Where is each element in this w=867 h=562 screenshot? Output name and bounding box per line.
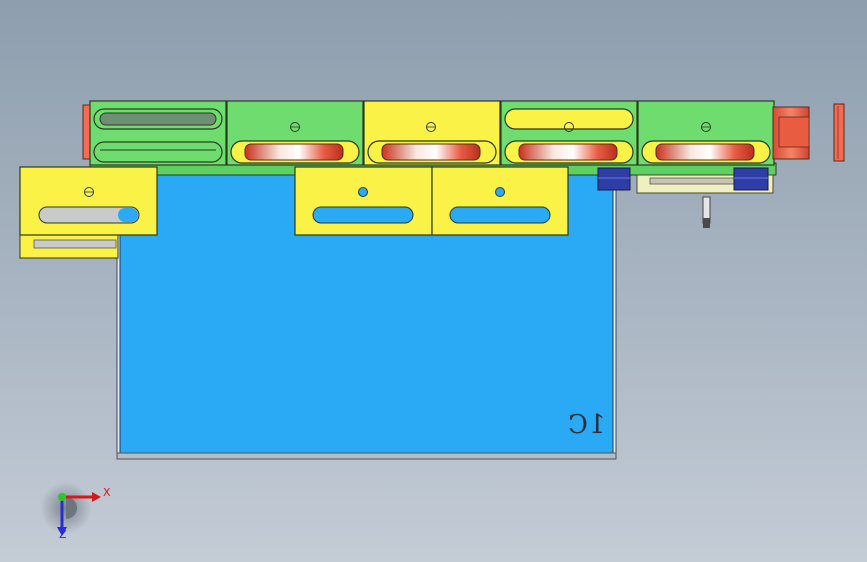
rail-segment-2[interactable] (226, 100, 364, 166)
center-slotted-bracket-2[interactable] (431, 166, 569, 236)
x-axis-label: X (103, 486, 111, 499)
axis-triad-icon (40, 482, 101, 536)
right-end-block[interactable] (772, 106, 810, 160)
rail-segment-4[interactable] (500, 100, 638, 166)
part-label: 1C (567, 410, 606, 440)
locating-pin[interactable] (702, 196, 711, 228)
rail-segment-5[interactable] (637, 100, 775, 166)
clamp-block-right[interactable] (733, 167, 769, 191)
right-end-cap[interactable] (833, 103, 845, 162)
center-slotted-bracket-1[interactable] (294, 166, 433, 236)
left-slotted-bracket[interactable] (19, 166, 158, 259)
clamp-block-left[interactable] (597, 167, 631, 191)
rail-segment-3[interactable] (363, 100, 501, 166)
z-axis-label: Z (59, 528, 67, 541)
rail-segment-1[interactable] (89, 100, 227, 166)
